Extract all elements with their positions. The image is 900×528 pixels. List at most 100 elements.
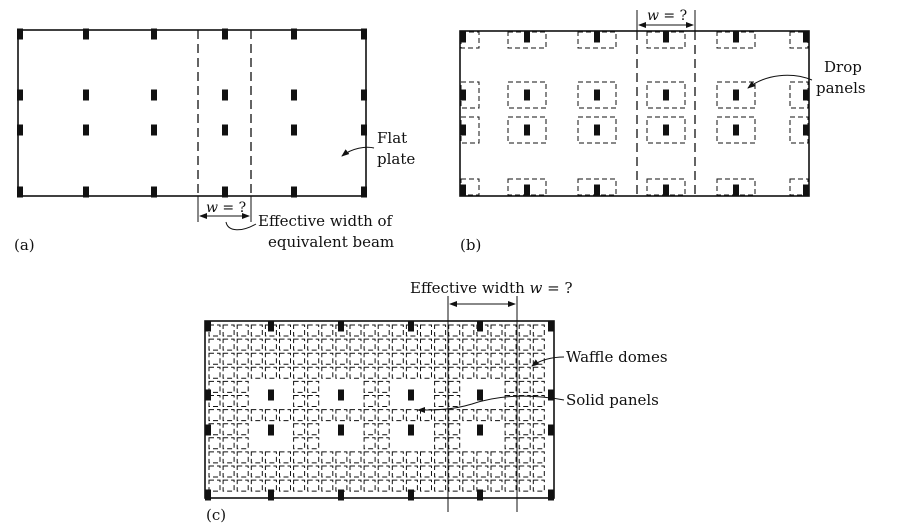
waffle-dome xyxy=(250,352,263,365)
column xyxy=(268,489,274,501)
waffle-dome xyxy=(349,338,362,351)
waffle-dome xyxy=(293,479,306,492)
waffle-dome xyxy=(363,423,376,436)
waffle-dome xyxy=(476,451,489,464)
waffle-dome xyxy=(532,437,545,450)
waffle-dome xyxy=(363,409,376,422)
column xyxy=(205,320,211,332)
panel-b-drop-panel-group xyxy=(460,31,809,196)
column xyxy=(222,124,228,136)
waffle-dome xyxy=(293,324,306,337)
waffle-dome xyxy=(490,366,503,379)
column xyxy=(733,89,739,101)
waffle-dome xyxy=(335,409,348,422)
waffle-dome xyxy=(208,324,221,337)
column xyxy=(338,489,344,501)
drop-panel xyxy=(507,81,547,109)
waffle-dome xyxy=(448,338,461,351)
column xyxy=(477,489,483,501)
waffle-dome xyxy=(518,479,531,492)
waffle-dome xyxy=(434,324,447,337)
column xyxy=(291,89,297,101)
waffle-dome xyxy=(420,409,432,422)
waffle-dome xyxy=(490,409,503,422)
waffle-dome xyxy=(504,380,517,393)
panel-a-flat-plate: w = ? Effective width of equivalent beam… xyxy=(14,28,415,254)
column xyxy=(524,89,530,101)
panel-b-drop-label-1: Drop xyxy=(824,58,862,76)
waffle-dome xyxy=(307,451,320,464)
waffle-dome xyxy=(264,465,277,478)
waffle-dome xyxy=(321,366,334,379)
waffle-dome xyxy=(208,479,221,492)
waffle-dome xyxy=(532,465,545,478)
waffle-dome xyxy=(321,479,334,492)
waffle-dome xyxy=(236,366,249,379)
waffle-dome xyxy=(307,409,320,422)
waffle-dome xyxy=(462,479,475,492)
column xyxy=(803,124,809,136)
waffle-dome xyxy=(293,437,306,450)
waffle-dome xyxy=(490,465,503,478)
waffle-dome xyxy=(236,352,249,365)
waffle-dome xyxy=(448,366,461,379)
waffle-dome xyxy=(490,451,503,464)
waffle-dome xyxy=(363,479,376,492)
waffle-dome xyxy=(236,380,249,393)
waffle-dome xyxy=(518,366,531,379)
waffle-dome xyxy=(462,409,475,422)
panel-c-solid-label: Solid panels xyxy=(566,391,659,409)
waffle-dome xyxy=(377,479,390,492)
column xyxy=(803,31,809,43)
column xyxy=(733,31,739,43)
waffle-dome xyxy=(293,352,306,365)
waffle-dome xyxy=(532,352,545,365)
waffle-dome xyxy=(363,324,376,337)
drop-panel xyxy=(716,116,756,144)
column xyxy=(268,389,274,401)
waffle-dome xyxy=(208,380,221,393)
waffle-dome xyxy=(321,465,334,478)
waffle-dome xyxy=(236,324,249,337)
waffle-dome xyxy=(434,338,447,351)
waffle-dome xyxy=(462,451,475,464)
waffle-dome xyxy=(208,366,221,379)
waffle-dome xyxy=(363,395,376,407)
column xyxy=(17,124,23,136)
waffle-dome xyxy=(307,324,320,337)
drop-panel xyxy=(646,81,686,109)
waffle-dome xyxy=(222,423,235,436)
waffle-dome xyxy=(462,366,475,379)
column xyxy=(83,89,89,101)
waffle-dome xyxy=(476,465,489,478)
waffle-dome xyxy=(208,423,221,436)
waffle-dome xyxy=(518,437,531,450)
column xyxy=(338,320,344,332)
waffle-dome xyxy=(236,465,249,478)
waffle-dome xyxy=(321,409,334,422)
column xyxy=(548,320,554,332)
waffle-dome xyxy=(420,352,432,365)
panel-a-flat-arrow xyxy=(341,146,375,157)
panel-c-slab-outline xyxy=(204,320,555,499)
waffle-dome xyxy=(307,423,320,436)
waffle-dome xyxy=(222,465,235,478)
drop-panel xyxy=(646,116,686,144)
waffle-dome xyxy=(377,423,390,436)
waffle-dome xyxy=(349,352,362,365)
waffle-dome xyxy=(518,380,531,393)
waffle-dome xyxy=(391,338,404,351)
panel-a-tag: (a) xyxy=(14,236,35,254)
panel-c-waffle-dome-grid xyxy=(208,324,545,492)
waffle-dome xyxy=(490,352,503,365)
waffle-dome xyxy=(363,465,376,478)
waffle-dome xyxy=(208,395,221,407)
drop-panel xyxy=(716,81,756,109)
column xyxy=(548,489,554,501)
drop-panel xyxy=(789,81,809,109)
waffle-dome xyxy=(236,451,249,464)
column xyxy=(408,489,414,501)
waffle-dome xyxy=(279,366,291,379)
column xyxy=(663,184,669,196)
waffle-dome xyxy=(377,451,390,464)
